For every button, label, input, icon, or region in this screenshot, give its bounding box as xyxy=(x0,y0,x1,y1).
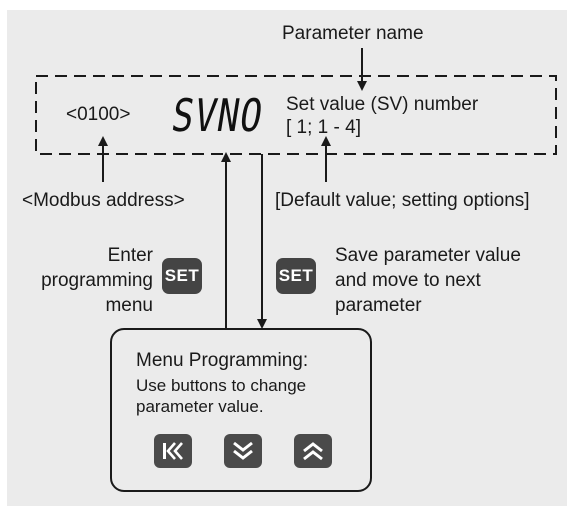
back-icon xyxy=(163,442,183,460)
down-icon xyxy=(233,441,253,460)
up-button[interactable] xyxy=(294,434,332,468)
parameter-title: Set value (SV) number xyxy=(286,94,479,115)
save-label-line-3: parameter xyxy=(335,295,422,316)
enter-menu-label-line-2: programming xyxy=(41,270,153,291)
menu-description-line-1: Use buttons to change xyxy=(136,376,307,395)
parameter-name-label: Parameter name xyxy=(282,23,424,44)
modbus-address-label: <Modbus address> xyxy=(22,190,185,211)
segment-display-code: SVNO xyxy=(168,90,267,142)
save-set-button[interactable]: SET xyxy=(276,258,316,294)
down-button[interactable] xyxy=(224,434,262,468)
top-margin xyxy=(0,0,574,10)
enter-menu-label-line-3: menu xyxy=(105,295,153,316)
save-label-line-1: Save parameter value xyxy=(335,245,521,266)
display-outline xyxy=(35,75,557,155)
enter-menu-label-line-1: Enter xyxy=(107,245,153,266)
menu-title: Menu Programming: xyxy=(136,350,309,371)
back-button[interactable] xyxy=(154,434,192,468)
default-value-options-label: [Default value; setting options] xyxy=(275,190,530,211)
enter-set-button[interactable]: SET xyxy=(162,258,202,294)
menu-programming-box: Menu Programming: Use buttons to change … xyxy=(110,328,372,492)
modbus-address-value: <0100> xyxy=(66,104,131,125)
menu-description-line-2: parameter value. xyxy=(136,397,264,416)
default-and-options: [ 1; 1 - 4] xyxy=(286,117,361,138)
up-icon xyxy=(303,442,323,461)
save-label-line-2: and move to next xyxy=(335,270,481,291)
